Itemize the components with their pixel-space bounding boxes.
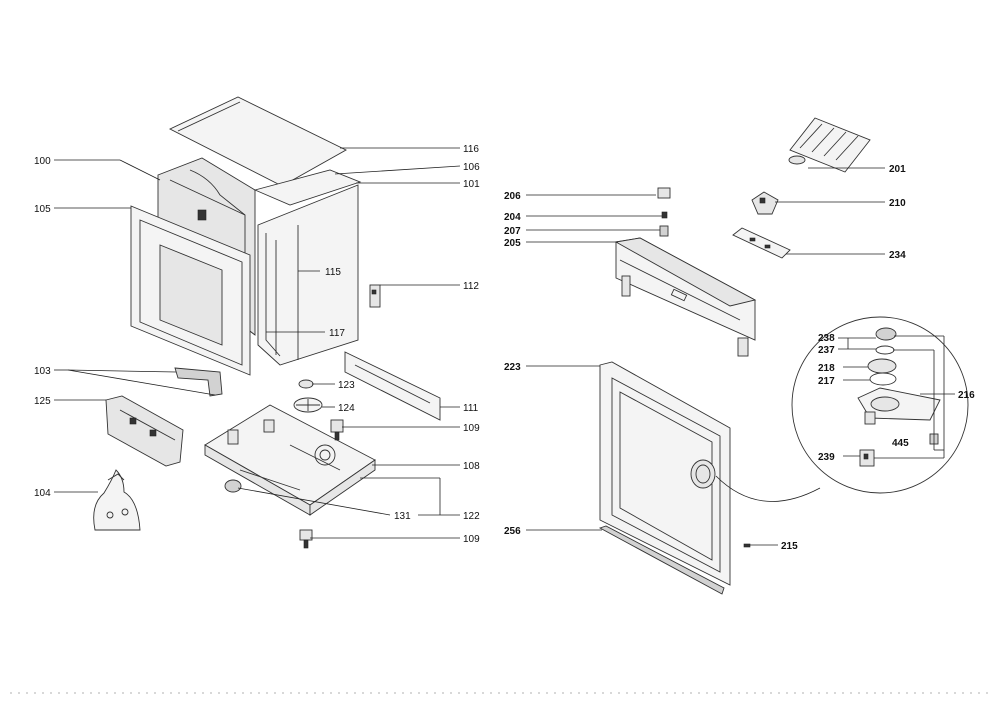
label-206: 206 <box>504 191 521 202</box>
control-panel-205 <box>614 237 757 357</box>
label-123: 123 <box>338 380 355 391</box>
bracket-103 <box>174 367 223 397</box>
label-207: 207 <box>504 226 521 237</box>
label-237: 237 <box>818 345 835 356</box>
base-tub-108 <box>204 404 376 516</box>
top-cover-plate <box>168 96 347 187</box>
label-104: 104 <box>34 488 51 499</box>
label-106: 106 <box>463 162 480 173</box>
door-panel <box>130 205 251 376</box>
foot-109-lower <box>299 529 313 549</box>
inner-door-223 <box>599 361 731 586</box>
label-238: 238 <box>818 333 835 344</box>
label-125: 125 <box>34 396 51 407</box>
part-201 <box>788 117 871 173</box>
parts-bag-104 <box>93 469 141 531</box>
label-205: 205 <box>504 238 521 249</box>
label-105: 105 <box>34 204 51 215</box>
door-gasket-256 <box>598 525 725 595</box>
label-103: 103 <box>34 366 51 377</box>
label-101: 101 <box>463 179 480 190</box>
label-100: 100 <box>34 156 51 167</box>
label-216: 216 <box>958 390 975 401</box>
labels-left: 100 105 103 125 104 116 106 101 115 112 … <box>34 144 480 545</box>
label-111: 111 <box>463 403 479 414</box>
foot-131 <box>224 479 242 493</box>
part-207 <box>659 225 669 237</box>
side-panel <box>257 184 359 366</box>
label-215: 215 <box>781 541 798 552</box>
label-124: 124 <box>338 403 355 414</box>
label-217: 217 <box>818 376 835 387</box>
label-115: 115 <box>325 267 341 278</box>
label-234: 234 <box>889 250 906 261</box>
label-256: 256 <box>504 526 521 537</box>
label-109-lower: 109 <box>463 534 480 545</box>
label-210: 210 <box>889 198 906 209</box>
label-218: 218 <box>818 363 835 374</box>
part-210 <box>751 191 779 215</box>
label-239: 239 <box>818 452 835 463</box>
board-234 <box>732 227 791 259</box>
part-204 <box>661 211 668 219</box>
label-131: 131 <box>394 511 411 522</box>
label-445: 445 <box>892 438 909 449</box>
detail-view <box>715 316 969 502</box>
label-108: 108 <box>463 461 480 472</box>
leader-lines-left <box>54 147 461 539</box>
foot-109-upper <box>330 419 344 441</box>
rail-111 <box>344 351 441 421</box>
label-117: 117 <box>329 328 345 339</box>
part-125 <box>105 395 184 467</box>
part-206 <box>657 187 671 199</box>
label-109-upper: 109 <box>463 423 480 434</box>
disc-124 <box>293 397 323 413</box>
label-201: 201 <box>889 164 906 175</box>
leader-lines-right <box>526 167 955 546</box>
label-122: 122 <box>463 511 480 522</box>
label-204: 204 <box>504 212 521 223</box>
label-116: 116 <box>463 144 479 155</box>
labels-right: 206 204 207 205 201 210 234 223 256 215 … <box>504 164 975 552</box>
screw-215 <box>743 543 751 548</box>
label-112: 112 <box>463 281 479 292</box>
part-123 <box>298 379 314 389</box>
label-223: 223 <box>504 362 521 373</box>
hinge-112 <box>369 284 381 308</box>
